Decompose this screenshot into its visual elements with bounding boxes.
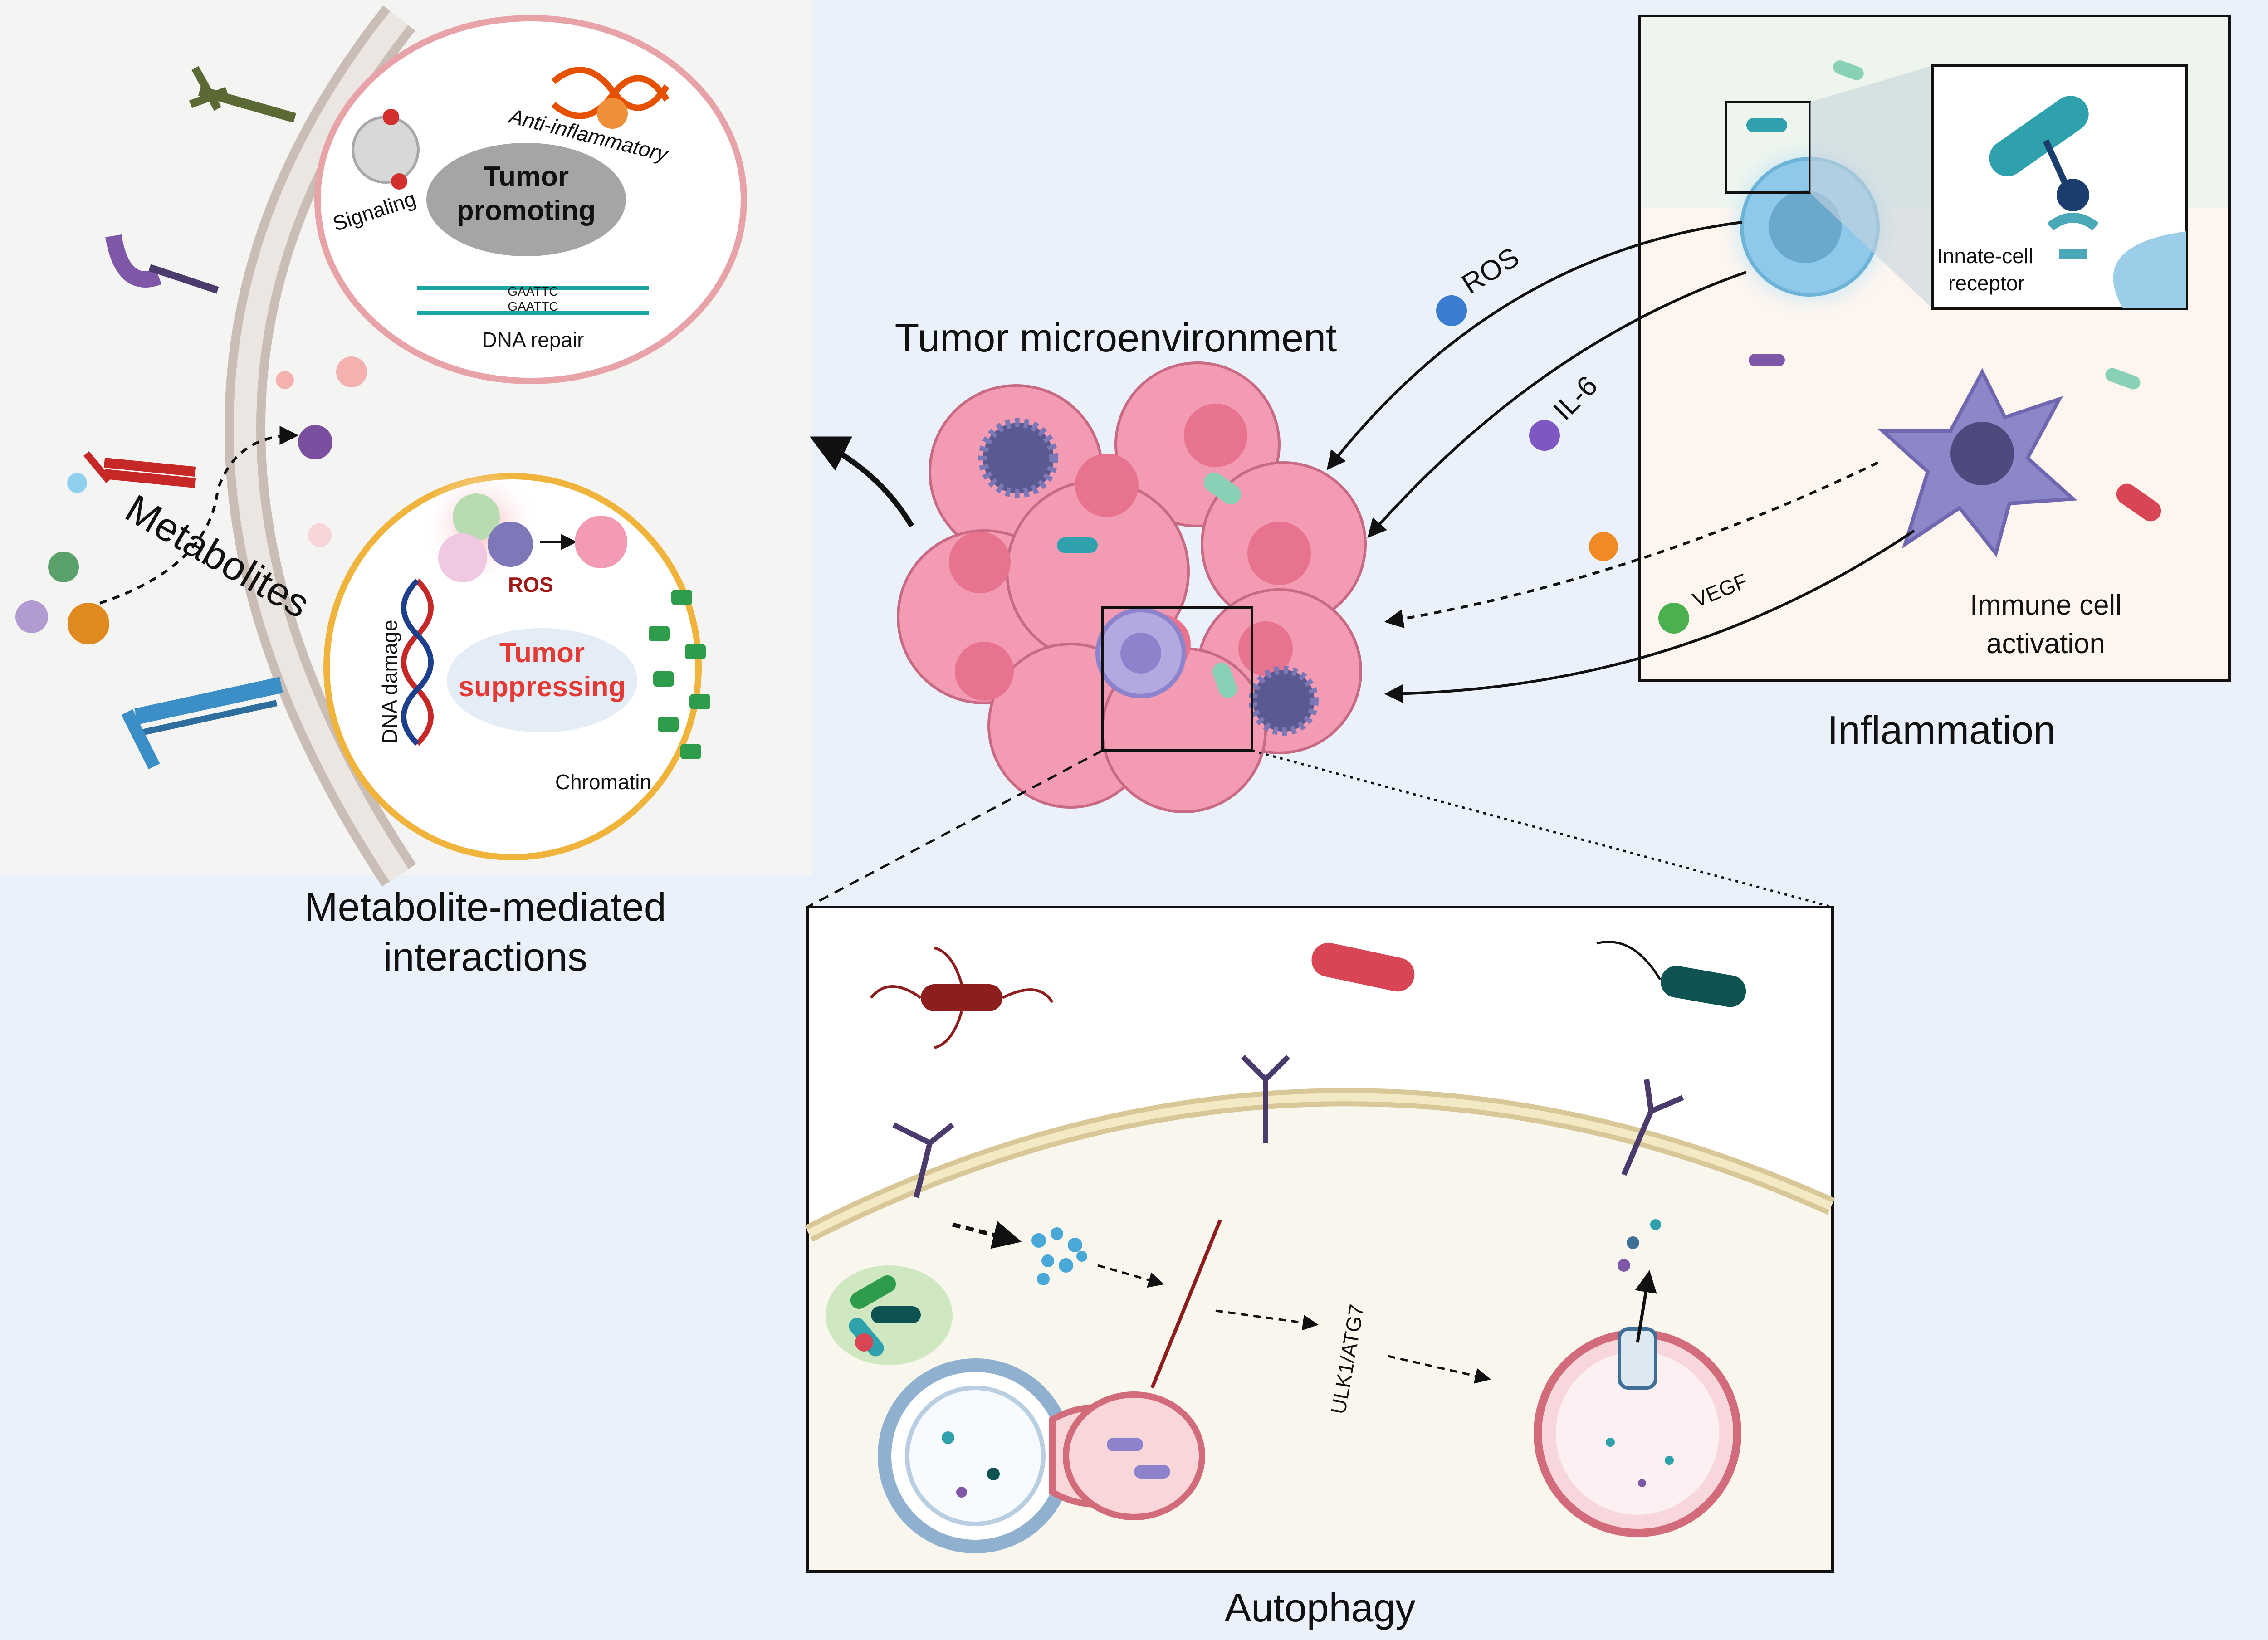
- ros-label: ROS: [1457, 241, 1525, 300]
- tumor-suppressing-bubble: ROS DNA damage Tumor suppressing Chromat…: [323, 467, 710, 860]
- dna-damage-label: DNA damage: [378, 620, 401, 744]
- signal-arrow-1: [952, 1221, 1022, 1249]
- dashed-arrow: [1384, 461, 1879, 629]
- dna-helix-icon: [551, 67, 670, 129]
- bacterium-receptor-inset: [1931, 64, 2188, 310]
- dna-repair-label: DNA repair: [482, 328, 584, 351]
- orange-dot: [1589, 532, 1618, 561]
- dna-repair-strand-icon: [417, 286, 649, 315]
- tumor-suppressing-ellipse: [447, 628, 637, 732]
- tumor-promoting-title-line1: Tumor: [484, 161, 569, 192]
- immune-cell-activation-label-line2: activation: [1986, 628, 2105, 659]
- ros-dot: [1436, 295, 1467, 326]
- zoom-connector-dashed: [807, 749, 1103, 908]
- chromatin-icon: [649, 590, 710, 759]
- zoom-connector-dotted: [1251, 749, 1833, 908]
- lysosome-icon: [1534, 1219, 1741, 1537]
- receptor-y-icon: [1621, 1079, 1684, 1176]
- metabolite-mediated-title-line2: interactions: [383, 934, 587, 979]
- ros-inner-label: ROS: [508, 573, 553, 596]
- inflammation-panel: Innate-cell receptor Immune cell activat…: [1326, 15, 2231, 752]
- ros-arrow: [1326, 221, 1742, 470]
- inflammation-title: Inflammation: [1827, 708, 2056, 752]
- bacterium-red-flagellated-icon: [870, 947, 1054, 1049]
- tumor-cell-icon: [575, 516, 627, 568]
- vegf-arrow: [1384, 529, 1915, 703]
- tumor-promoting-title-line2: promoting: [457, 195, 596, 226]
- signaling-icon: [352, 109, 420, 190]
- mrna-strand-icon: [1150, 1219, 1222, 1389]
- vegf-dot: [1658, 603, 1689, 634]
- receptor-blue-icon: [121, 677, 283, 770]
- metabolite-sphere: [276, 371, 294, 389]
- metabolite-sphere: [15, 600, 48, 633]
- immune-cell-icon: [438, 533, 487, 582]
- bacterium-teal-icon: [1596, 941, 1746, 1007]
- autophagy-panel: ULK1/ATG7: [804, 749, 1835, 1630]
- innate-cell-receptor-label-line1: Innate-cell: [1937, 244, 2033, 268]
- metabolite-panel: Metabolites Signaling Anti-inflammatory …: [0, 0, 812, 979]
- metabolite-mediated-title-line1: Metabolite-mediated: [304, 884, 666, 929]
- tumor-microenvironment-title: Tumor microenvironment: [895, 315, 1337, 360]
- tme-to-metabolite-arrow: [809, 436, 914, 528]
- metabolite-sphere: [308, 523, 332, 547]
- immune-cell-spiky-icon: [978, 418, 1319, 736]
- tumor-suppressing-title-line2: suppressing: [459, 671, 626, 703]
- bacterium-pink-icon: [1311, 942, 1415, 992]
- il6-label: IL-6: [1547, 370, 1603, 426]
- tumor-suppressing-title-line1: Tumor: [499, 637, 585, 669]
- chromatin-label: Chromatin: [555, 770, 651, 794]
- metabolite-sphere: [68, 603, 109, 644]
- gaattc-seq-1: GAATTC: [508, 284, 558, 298]
- bacteria-in-tumor-icon: [1057, 472, 1241, 698]
- metabolite-sphere: [298, 425, 332, 459]
- receptor-u-icon: [105, 234, 219, 294]
- immune-cell-icon: [488, 522, 533, 567]
- immune-cell-icon: [453, 493, 500, 541]
- receptor-y-icon: [892, 1122, 954, 1198]
- metabolite-sphere: [48, 552, 79, 582]
- dna-damage-helix-icon: [401, 578, 434, 746]
- metabolite-sphere: [336, 356, 367, 387]
- zoom-box: [1101, 606, 1253, 752]
- signal-arrow-4: [1388, 1355, 1491, 1384]
- immune-cell-activation-label-line1: Immune cell: [1970, 590, 2121, 621]
- signal-arrow-3: [1215, 1309, 1319, 1331]
- signal-arrow-2: [1097, 1264, 1164, 1288]
- signal-molecules-icon: [1031, 1227, 1087, 1285]
- receptor-red-icon: [67, 451, 196, 493]
- tumor-promoting-bubble: Signaling Anti-inflammatory Tumor promot…: [314, 15, 747, 384]
- bacteria-scatter-icon: [1746, 60, 2161, 522]
- bacteria-cluster-icon: [826, 1265, 953, 1365]
- receptor-y-icon: [1241, 1054, 1290, 1143]
- il6-dot: [1529, 420, 1560, 451]
- metabolite-flow-arrow: [99, 426, 299, 605]
- autophagosome-icon: [878, 1358, 1205, 1553]
- autophagy-title: Autophagy: [1225, 1585, 1416, 1630]
- dendritic-cell-icon: [1877, 368, 2077, 557]
- innate-cell-receptor-label-line2: receptor: [1948, 271, 2025, 295]
- il6-arrow: [1367, 271, 1747, 538]
- gaattc-seq-2: GAATTC: [508, 299, 558, 313]
- tumor-microenvironment: Tumor microenvironment: [809, 315, 1367, 813]
- tumor-promoting-ellipse: [426, 143, 626, 256]
- receptor-antibody-icon: [189, 66, 297, 123]
